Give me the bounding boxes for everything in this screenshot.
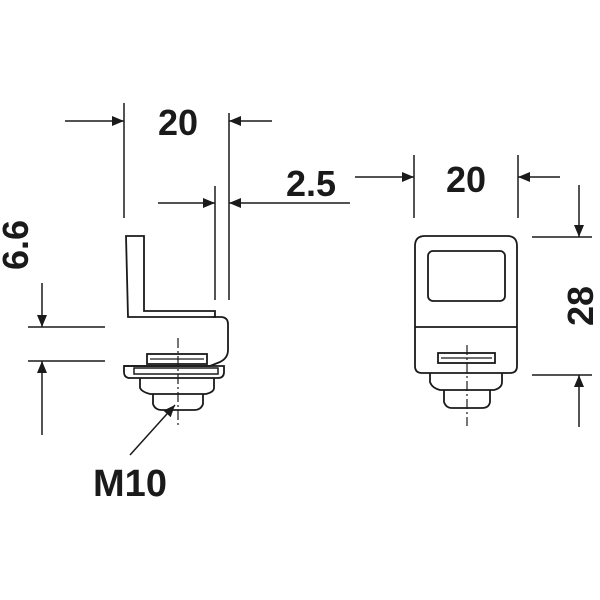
thread-leader xyxy=(129,404,176,456)
bracket-clamp xyxy=(124,316,229,367)
dim-label-offset: 2.5 xyxy=(286,163,336,204)
base-plate xyxy=(123,365,225,379)
front-lower-body xyxy=(429,373,503,391)
dim-label-height: 28 xyxy=(560,286,600,326)
base-plate-inner xyxy=(133,367,219,375)
lower-body xyxy=(139,378,215,395)
washer xyxy=(146,353,208,365)
side-view xyxy=(28,103,350,456)
dim-label-side-width: 20 xyxy=(158,102,198,143)
dim-label-front-width: 20 xyxy=(446,159,486,200)
front-view xyxy=(355,155,592,427)
dim-label-gap: 6.6 xyxy=(0,220,36,270)
bracket-plate xyxy=(125,235,216,318)
thread-label: M10 xyxy=(93,463,167,505)
front-body xyxy=(414,235,518,374)
front-window xyxy=(427,250,506,302)
